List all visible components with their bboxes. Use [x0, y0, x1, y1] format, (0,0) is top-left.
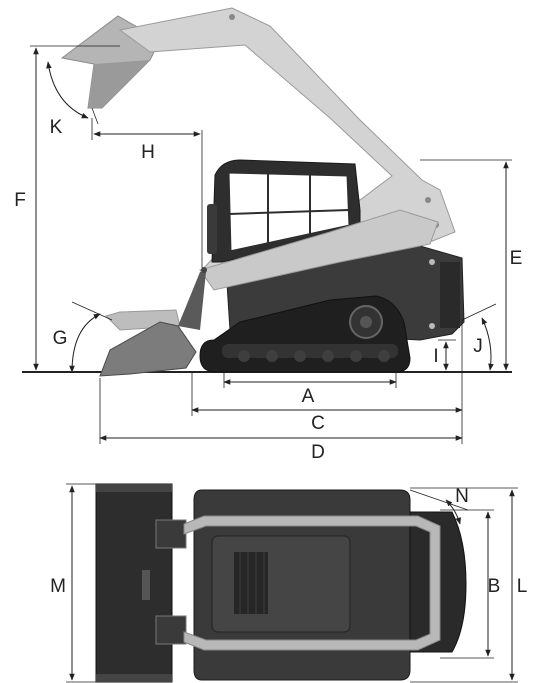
dim-label-j: J [473, 336, 483, 357]
dim-label-m: M [50, 576, 66, 597]
dim-label-d: D [311, 442, 325, 463]
dim-label-b: B [488, 576, 501, 597]
dim-label-c: C [311, 413, 325, 434]
dim-label-i: I [433, 346, 438, 367]
top-view: M B L N [50, 483, 528, 683]
dim-label-k: K [50, 117, 63, 138]
dim-label-g: G [53, 328, 68, 349]
dim-label-a: A [302, 386, 315, 407]
bucket-top [95, 483, 173, 683]
cab-roof [211, 535, 351, 633]
dim-label-f: F [14, 190, 26, 211]
lift-arms-top [183, 515, 441, 651]
dim-label-n: N [455, 486, 469, 507]
side-view: A C D E F H K G I [14, 7, 523, 463]
lift-arm-lower [199, 209, 439, 291]
lowered-bucket [99, 267, 207, 377]
dim-label-e: E [510, 248, 523, 269]
track [199, 295, 411, 373]
dim-label-l: L [517, 576, 528, 597]
dim-label-h: H [141, 142, 155, 163]
